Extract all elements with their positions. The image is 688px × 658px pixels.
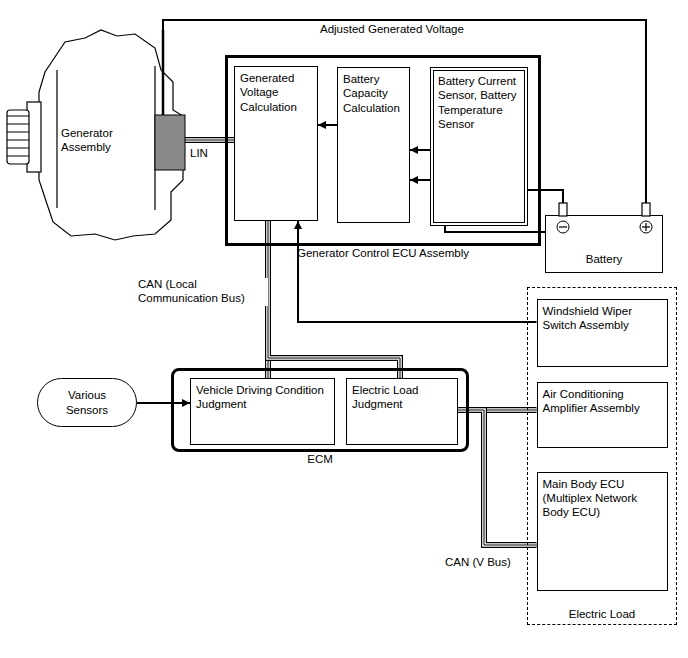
sensor-group: Various Sensors: [37, 378, 137, 427]
process-box: Battery Capacity Calculation: [337, 67, 410, 223]
node-text: Electric Load: [528, 607, 676, 621]
node-text: Generator Assembly: [61, 126, 143, 155]
node-text: Main Body ECU (Multiplex Network Body EC…: [543, 477, 662, 520]
node-text: Windshield Wiper Switch Assembly: [543, 304, 662, 333]
node-text: Generator Control ECU Assembly: [228, 246, 538, 260]
node-text: Battery Current Sensor, Battery Temperat…: [438, 74, 520, 132]
component-box: Air Conditioning Amplifier Assembly: [537, 382, 668, 448]
electric-load-region: Electric Load Windshield Wiper Switch Ass…: [527, 287, 677, 625]
node-text: Battery Capacity Calculation: [343, 72, 404, 115]
generator-assembly: Generator Assembly: [5, 30, 185, 240]
process-box: Generated Voltage Calculation: [234, 66, 318, 221]
bus-line: [458, 410, 537, 545]
battery-box: Battery: [545, 215, 663, 273]
battery-terminals: [545, 199, 663, 219]
node-text: Generated Voltage Calculation: [240, 71, 312, 114]
edge-label: CAN (V Bus): [443, 556, 513, 570]
component-box: Windshield Wiper Switch Assembly: [537, 299, 668, 367]
node-text: Battery: [546, 252, 662, 266]
terminal-symbols: [545, 218, 663, 242]
node-text: ECM: [174, 452, 466, 466]
edge-label: LIN: [188, 147, 210, 161]
process-box: Vehicle Driving Condition Judgment: [190, 378, 335, 445]
signal-line: [298, 221, 537, 322]
edge-label: Adjusted Generated Voltage: [318, 23, 466, 37]
ecm-housing: ECMVehicle Driving Condition JudgmentEle…: [171, 368, 469, 452]
sensor-box: Battery Current Sensor, Battery Temperat…: [430, 67, 528, 226]
process-box: Electric Load Judgment: [346, 378, 458, 445]
node-text: Electric Load Judgment: [352, 383, 452, 412]
signal-line: [410, 150, 430, 151]
node-text: Various Sensors: [46, 388, 128, 417]
signal-line: [445, 226, 545, 232]
signal-line: [318, 125, 337, 126]
node-text: Air Conditioning Amplifier Assembly: [543, 387, 662, 416]
node-text: Vehicle Driving Condition Judgment: [196, 383, 329, 412]
edge-label: CAN (Local Communication Bus): [136, 278, 268, 306]
component-box: Main Body ECU (Multiplex Network Body EC…: [537, 472, 668, 591]
control-ecu-housing: Generator Control ECU AssemblyGenerated …: [225, 55, 541, 246]
signal-line: [528, 190, 563, 215]
signal-line: [410, 180, 430, 181]
signal-line: [137, 403, 190, 404]
